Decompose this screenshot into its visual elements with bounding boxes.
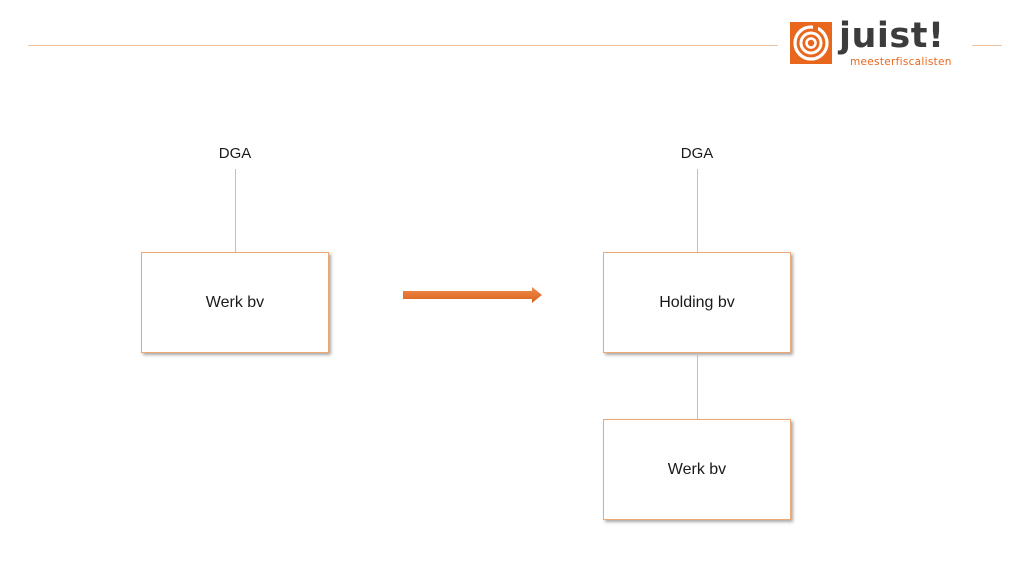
brand-tagline: meesterfiscalisten [850, 56, 952, 68]
spiral-logo-icon [790, 22, 832, 64]
holding-subsidiary-connector [697, 353, 698, 420]
header-divider-right [972, 45, 1002, 46]
brand-name: juist! [839, 16, 945, 56]
before-owner-connector [235, 169, 236, 252]
after-owner-label: DGA [680, 145, 714, 162]
after-holding-label: Holding bv [659, 293, 735, 311]
before-company-label: Werk bv [205, 293, 265, 311]
after-owner-connector [697, 169, 698, 252]
before-company-box: Werk bv [141, 252, 329, 353]
after-subsidiary-box: Werk bv [603, 419, 791, 520]
header-divider-left [28, 45, 778, 46]
right-arrow-icon [403, 287, 542, 303]
after-holding-box: Holding bv [603, 252, 791, 353]
after-subsidiary-label: Werk bv [667, 460, 727, 478]
before-owner-label: DGA [218, 145, 252, 162]
brand-logo: juist! meesterfiscalisten [790, 16, 970, 72]
